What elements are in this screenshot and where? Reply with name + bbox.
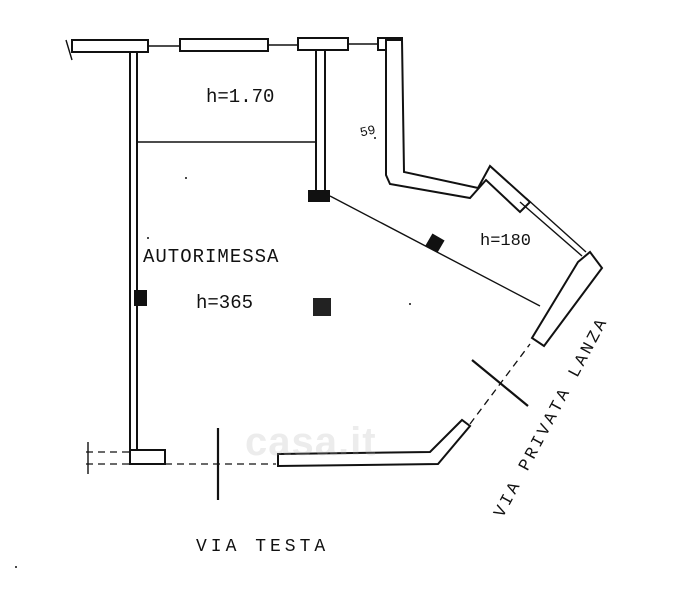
side-height-label: h=180 bbox=[480, 232, 532, 251]
column-marker bbox=[134, 290, 147, 306]
watermark: casa.it bbox=[245, 420, 377, 464]
hatch-dots bbox=[15, 137, 411, 568]
top-wall bbox=[65, 37, 403, 61]
square-marker bbox=[313, 298, 331, 316]
window-panel bbox=[71, 39, 149, 53]
room-name: AUTORIMESSA bbox=[143, 246, 280, 268]
left-wall bbox=[86, 51, 276, 474]
column-marker bbox=[308, 190, 330, 202]
street-name-bottom: VIA TESTA bbox=[196, 537, 330, 557]
right-wall bbox=[329, 39, 604, 348]
inner-partition bbox=[137, 49, 330, 202]
window-panel bbox=[179, 38, 269, 52]
room-height-label: h=365 bbox=[196, 292, 254, 314]
dimension-mark: 59 bbox=[358, 122, 377, 141]
upper-height-label: h=1.70 bbox=[206, 86, 275, 108]
column-marker bbox=[425, 233, 445, 253]
window-panel bbox=[297, 37, 349, 51]
bottom-wall bbox=[216, 343, 531, 500]
